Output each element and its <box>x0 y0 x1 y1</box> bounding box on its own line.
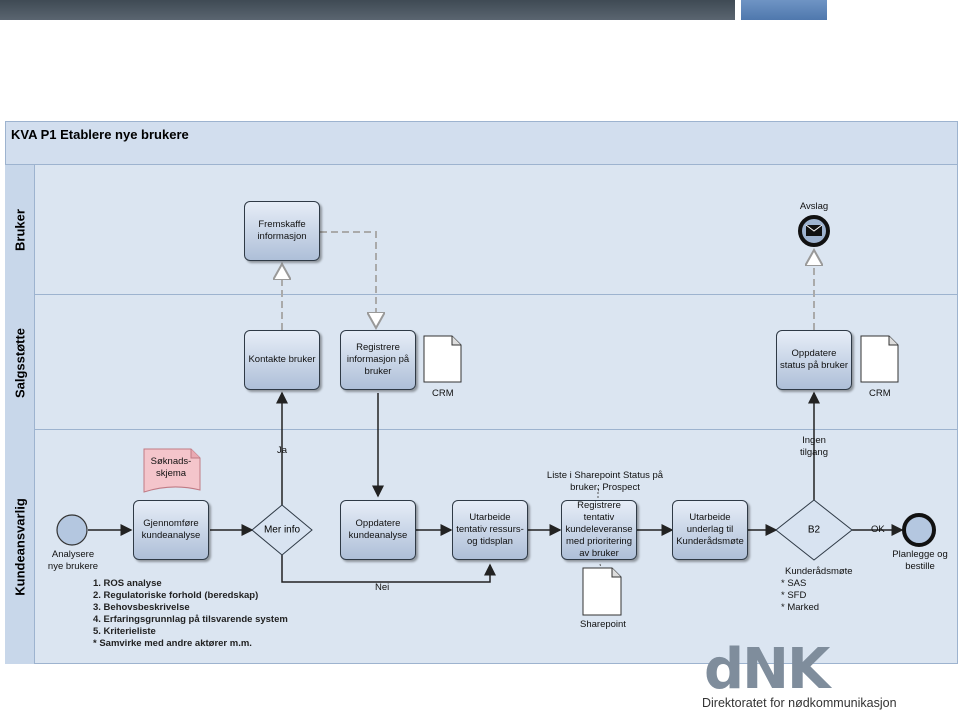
dnk-logo-tagline: Direktoratet for nødkommunikasjon <box>702 696 897 710</box>
gateway-b2-label: B2 <box>807 524 821 536</box>
task-registrere-tentativ-kundeleveranse[interactable]: Registrere tentativ kundeleveranse med p… <box>561 500 637 560</box>
kunderadsmote-item: * Marked <box>781 602 820 613</box>
flow-label-ingen-tilgang: Ingen tilgang <box>800 435 828 458</box>
task-gjennomfore-kundeanalyse[interactable]: Gjennomføre kundeanalyse <box>133 500 209 560</box>
flow-label-ok: OK <box>871 524 885 535</box>
avslag-label: Avslag <box>799 201 829 212</box>
crm-label-1: CRM <box>432 388 454 399</box>
task-utarbeide-tentativ-plan[interactable]: Utarbeide tentativ ressurs- og tidsplan <box>452 500 528 560</box>
lane-bruker <box>5 165 958 295</box>
dnk-logo: dNK Direktoratet for nødkommunikasjon <box>700 642 940 712</box>
pool <box>5 121 958 664</box>
start-event <box>56 514 88 546</box>
task-registrere-informasjon[interactable]: Registrere informasjon på bruker <box>340 330 416 390</box>
analysis-list-item: 2. Regulatoriske forhold (beredskap) <box>93 590 259 601</box>
task-utarbeide-underlag[interactable]: Utarbeide underlag til Kunderådsmøte <box>672 500 748 560</box>
pool-title: KVA P1 Etablere nye brukere <box>11 127 189 142</box>
end-event-label: Planlegge og bestille <box>892 549 948 572</box>
analysis-list-item: 3. Behovsbeskrivelse <box>93 602 190 613</box>
sharepoint-label: Sharepoint <box>580 619 626 630</box>
kunderadsmote-item: * SFD <box>781 590 807 601</box>
analysis-list: 1. ROS analyse 2. Regulatoriske forhold … <box>93 578 288 650</box>
lane-salgsstotte <box>5 295 958 430</box>
end-event <box>902 513 936 547</box>
top-bar <box>0 0 735 20</box>
analysis-list-item: * Samvirke med andre aktører m.m. <box>93 638 252 649</box>
pool-header <box>5 121 958 165</box>
analysis-list-item: 4. Erfaringsgrunnlag på tilsvarende syst… <box>93 614 288 625</box>
task-oppdatere-status[interactable]: Oppdatere status på bruker <box>776 330 852 390</box>
dnk-logo-mark: dNK <box>704 637 830 702</box>
analysis-list-item: 1. ROS analyse <box>93 578 162 589</box>
crm-document-1 <box>423 335 462 383</box>
lane-label-salgsstotte: Salgsstøtte <box>5 295 35 430</box>
crm-document-2 <box>860 335 899 383</box>
gateway-mer-info-label: Mer info <box>263 524 301 536</box>
analysis-list-item: 5. Kriterieliste <box>93 626 156 637</box>
kunderadsmote-item: * SAS <box>781 578 807 589</box>
sharepoint-document <box>582 567 622 616</box>
kunderadsmote-title: Kunderådsmøte <box>785 566 853 577</box>
top-bar-accent <box>741 0 827 20</box>
flow-label-nei: Nei <box>375 582 390 593</box>
soknad-label: Søknads-skjema <box>150 456 192 479</box>
liste-sharepoint-label: Liste i Sharepoint Status på bruker; Pro… <box>546 470 664 493</box>
kunderadsmote-list: Kunderådsmøte * SAS * SFD * Marked <box>781 566 853 614</box>
crm-label-2: CRM <box>869 388 891 399</box>
task-oppdatere-kundeanalyse[interactable]: Oppdatere kundeanalyse <box>340 500 416 560</box>
flow-label-ja: Ja <box>277 445 288 456</box>
start-event-label: Analysere nye brukere <box>47 549 99 572</box>
soknad-document <box>143 448 201 493</box>
task-kontakte-bruker[interactable]: Kontakte bruker <box>244 330 320 390</box>
lane-label-kundeansvarlig: Kundeansvarlig <box>5 430 35 664</box>
lane-label-bruker: Bruker <box>5 165 35 295</box>
task-fremskaffe-informasjon[interactable]: Fremskaffe informasjon <box>244 201 320 261</box>
gateway-b2 <box>775 499 853 561</box>
gateway-mer-info <box>251 504 313 556</box>
